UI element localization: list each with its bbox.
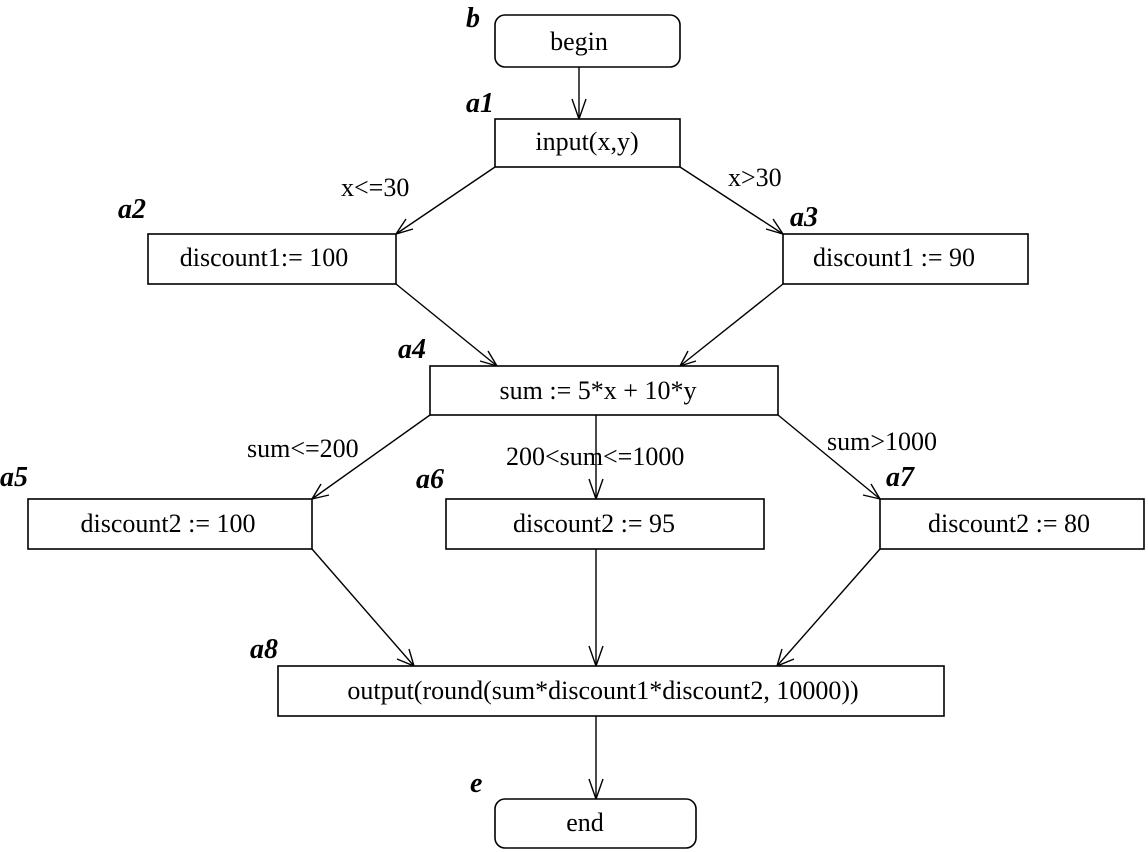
node-a5-id: a5 <box>0 462 28 493</box>
edge-a1-a3 <box>679 166 784 235</box>
edge-label-a4-a7: sum>1000 <box>827 427 937 456</box>
node-a8 <box>277 665 945 717</box>
edge-a1-a2 <box>395 166 496 235</box>
node-a4-label: sum := 5*x + 10*y <box>500 376 697 405</box>
edge-a4-a7 <box>777 414 881 500</box>
node-end-label: end <box>566 808 604 837</box>
node-a7 <box>879 498 1145 550</box>
node-a5-label: discount2 := 100 <box>81 509 256 538</box>
node-begin-id: b <box>466 3 480 34</box>
node-a2-id: a2 <box>118 194 146 225</box>
node-a6-id: a6 <box>416 464 444 495</box>
node-a2 <box>147 233 397 285</box>
node-a6 <box>445 498 765 550</box>
node-begin-label: begin <box>550 27 608 56</box>
node-a8-label: output(round(sum*discount1*discount2, 10… <box>347 676 858 705</box>
node-a1-label: input(x,y) <box>535 127 638 156</box>
node-a5 <box>27 498 313 550</box>
edge-label-a1-a2: x<=30 <box>341 173 409 202</box>
node-end <box>494 798 697 849</box>
node-a3-id: a3 <box>790 202 818 233</box>
edge-a3-a4 <box>679 283 784 367</box>
edge-a7-a8 <box>776 548 881 667</box>
node-a1-id: a1 <box>466 88 494 119</box>
node-a6-label: discount2 := 95 <box>513 509 675 538</box>
node-a7-label: discount2 := 80 <box>928 509 1090 538</box>
edge-a2-a4 <box>395 283 498 367</box>
edge-label-a4-a6: 200<sum<=1000 <box>506 442 684 471</box>
edge-label-a4-a5: sum<=200 <box>247 434 359 463</box>
node-a4-id: a4 <box>398 334 426 365</box>
node-begin <box>494 14 681 68</box>
node-a7-id: a7 <box>886 462 915 493</box>
node-end-id: e <box>470 768 482 799</box>
edge-label-a1-a3: x>30 <box>728 163 782 192</box>
node-a8-id: a8 <box>250 634 278 665</box>
edge-a5-a8 <box>311 548 415 667</box>
node-a4 <box>429 365 779 416</box>
node-a3 <box>782 233 1029 285</box>
node-a1 <box>494 118 681 168</box>
node-a3-label: discount1 := 90 <box>813 243 975 272</box>
node-a2-label: discount1:= 100 <box>180 243 349 272</box>
edge-a4-a5 <box>311 414 431 500</box>
